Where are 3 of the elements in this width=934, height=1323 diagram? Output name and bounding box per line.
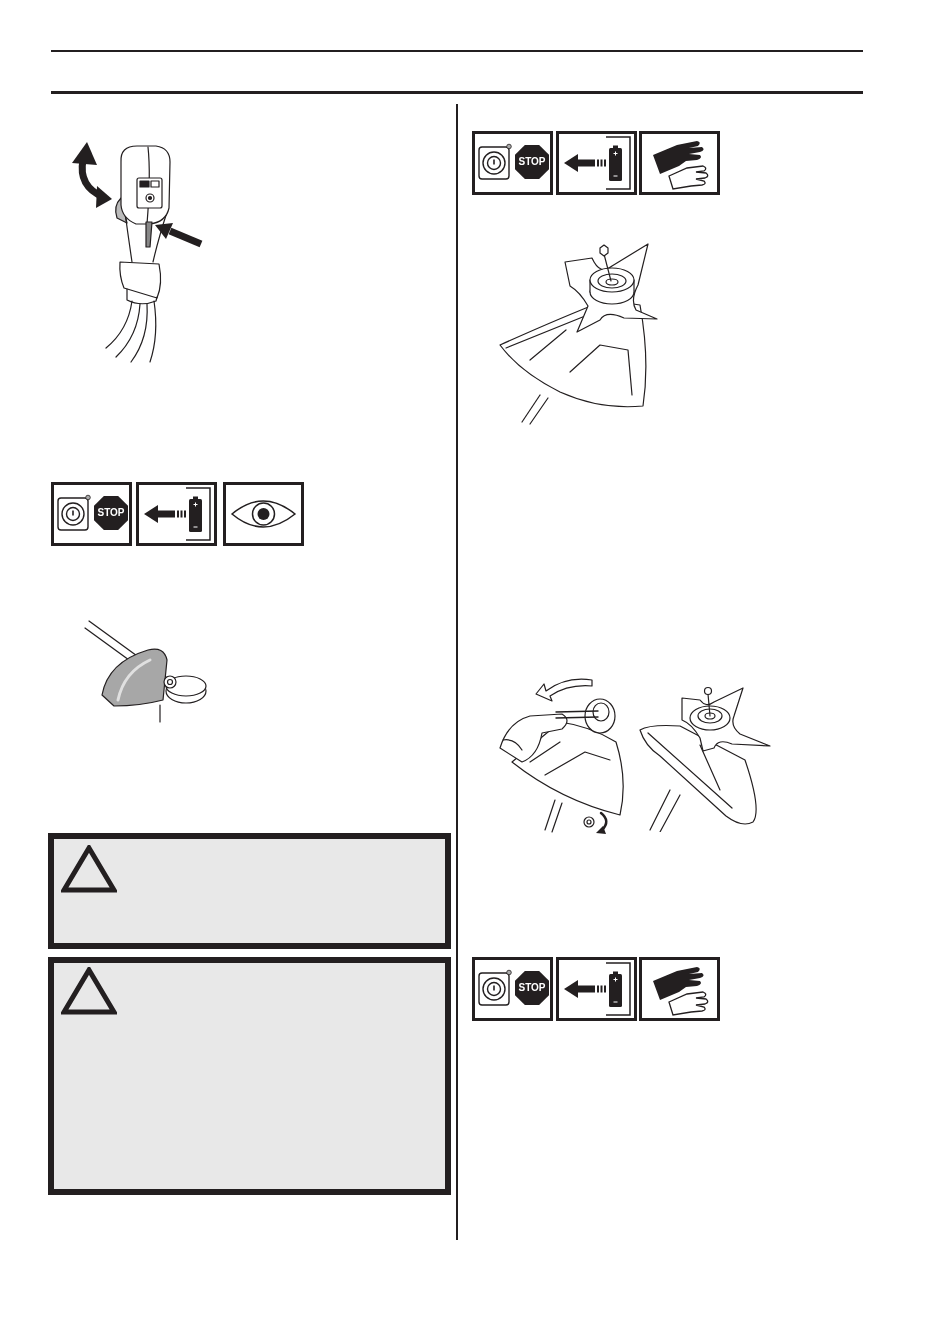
stop-sign: STOP <box>94 496 128 530</box>
stop-sign: STOP <box>515 971 549 1005</box>
stop-sign: STOP <box>515 145 549 179</box>
